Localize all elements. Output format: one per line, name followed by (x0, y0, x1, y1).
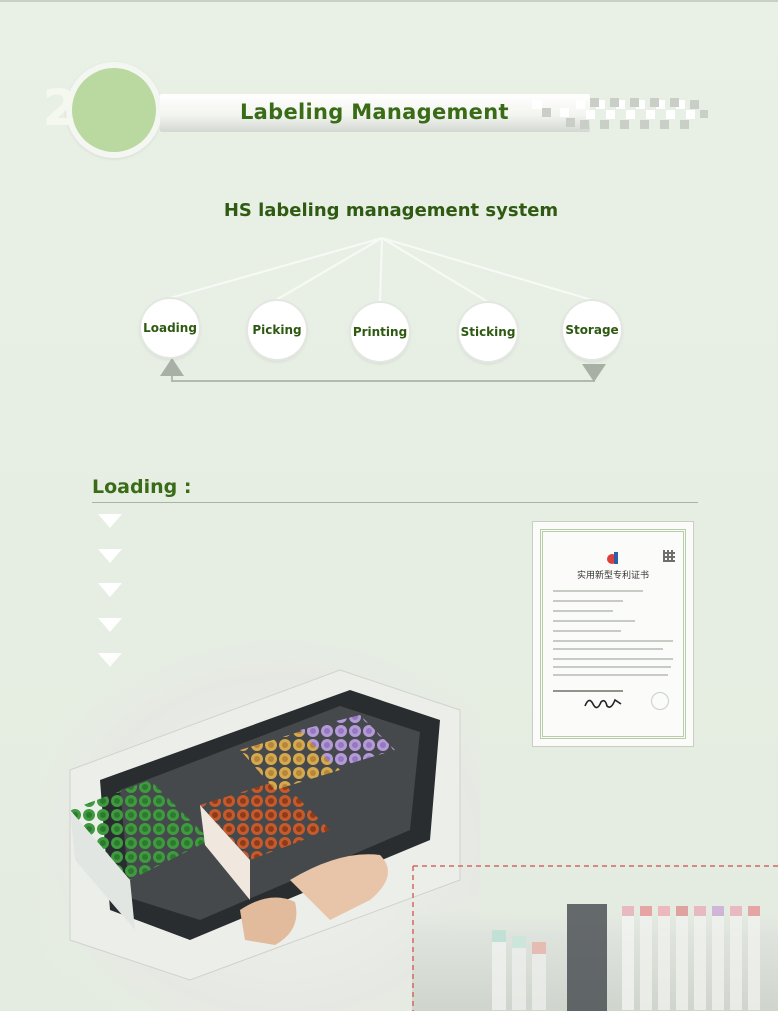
qr-code-icon (663, 550, 675, 562)
flow-connectors (160, 236, 606, 382)
certificate-text-line (553, 640, 673, 642)
certificate-text-line (553, 600, 623, 602)
signature-icon (584, 698, 622, 709)
certificate-text-line (553, 630, 621, 632)
top-divider (0, 0, 778, 2)
pixel-decoration (532, 98, 708, 129)
patent-logo-icon (607, 552, 618, 564)
system-title: HS labeling management system (223, 200, 559, 221)
loading-divider (92, 502, 698, 503)
certificate-seal-icon (651, 692, 669, 710)
certificate-text-line (553, 620, 635, 622)
patent-certificate: 实用新型专利证书 (532, 521, 694, 747)
certificate-text-line (553, 666, 671, 668)
bullet-arrow-icon (98, 618, 122, 632)
stage-storage: Storage (563, 301, 621, 359)
stage-printing: Printing (351, 303, 409, 361)
stage-loading: Loading (141, 299, 199, 357)
certificate-text-line (553, 674, 668, 676)
section-title-bar (160, 94, 590, 132)
certificate-title: 实用新型专利证书 (576, 571, 649, 581)
section-number: 2 (42, 79, 78, 137)
certificate-text-line (553, 690, 623, 692)
stage-picking: Picking (248, 301, 306, 359)
bullet-arrow-icon (98, 549, 122, 563)
machine-photo (40, 640, 480, 1011)
loading-heading: Loading : (92, 476, 192, 498)
lab-tubes-photo (412, 865, 778, 1011)
certificate-text-line (553, 648, 663, 650)
certificate-text-line (553, 610, 613, 612)
bullet-arrow-icon (98, 514, 122, 528)
section-number-badge-fill (72, 68, 156, 152)
bullet-arrow-icon (98, 583, 122, 597)
section-number-badge (66, 62, 162, 158)
certificate-text-line (553, 658, 673, 660)
certificate-border (540, 529, 686, 739)
stage-sticking: Sticking (459, 303, 517, 361)
certificate-text-line (553, 590, 643, 592)
section-title: Labeling Management (240, 100, 509, 124)
